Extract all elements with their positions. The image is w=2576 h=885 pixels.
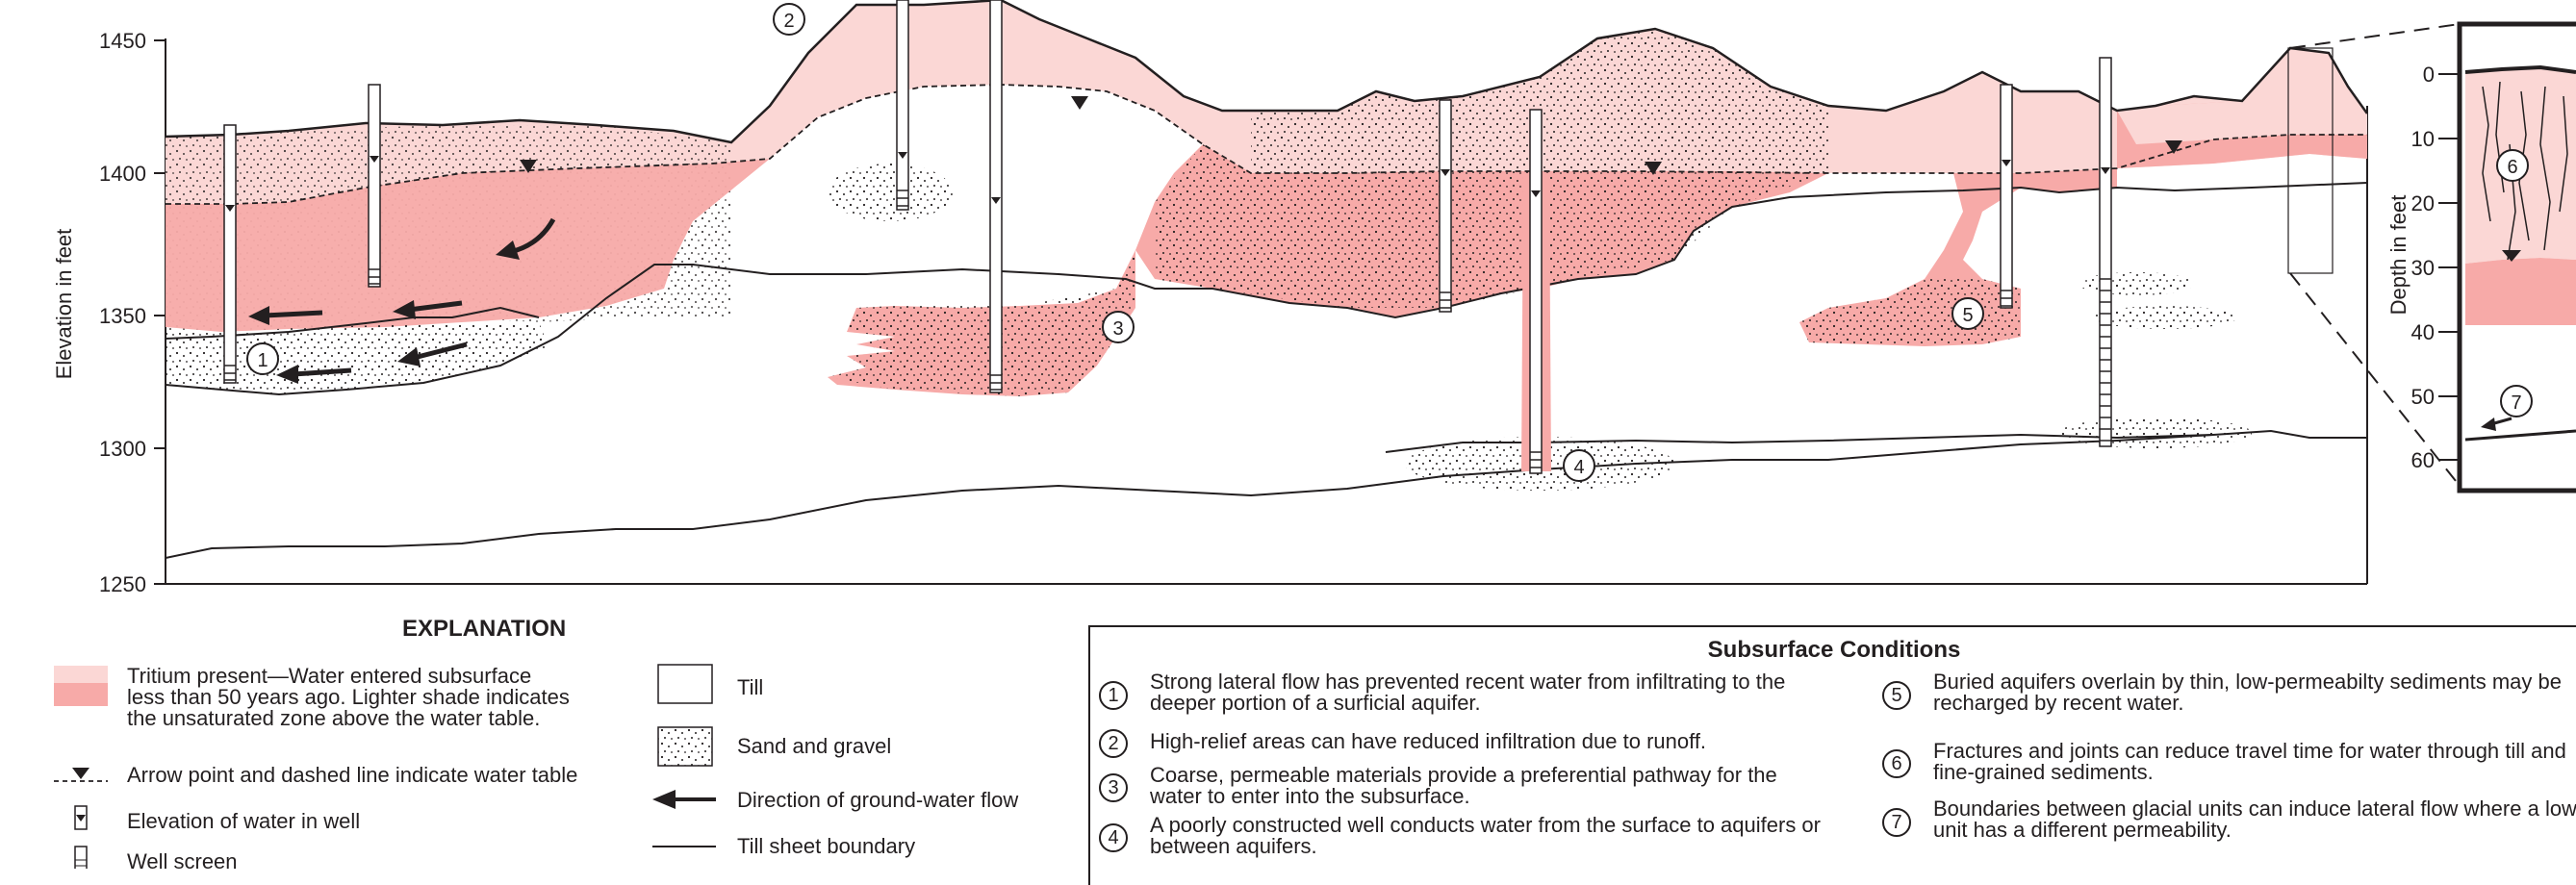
legend-water-in-well-text: Elevation of water in well bbox=[127, 811, 360, 832]
inset-tick-label: 20 bbox=[2411, 191, 2435, 215]
ytick-label: 1450 bbox=[99, 29, 146, 53]
subsurface-conditions-title: Subsurface Conditions bbox=[1090, 637, 2576, 664]
well bbox=[897, 0, 908, 210]
sand-gravel-lens bbox=[2059, 417, 2252, 448]
well bbox=[2001, 85, 2012, 308]
y-axis: 1450 1400 1350 1300 1250 Elevation in fe… bbox=[52, 29, 166, 596]
ytick-label: 1250 bbox=[99, 572, 146, 596]
condition-text: Strong lateral flow has prevented recent… bbox=[1150, 671, 1824, 714]
svg-text:5: 5 bbox=[1962, 305, 1973, 326]
svg-text:4: 4 bbox=[1573, 457, 1584, 478]
explanation-title: EXPLANATION bbox=[402, 616, 566, 643]
callout-4: 4 bbox=[1564, 450, 1594, 481]
condition-text: Coarse, permeable materials provide a pr… bbox=[1150, 765, 1824, 807]
well bbox=[369, 85, 380, 287]
sand-gravel-lens bbox=[828, 164, 953, 221]
legend-tritium-text: Tritium present—Water entered subsurface… bbox=[127, 666, 570, 729]
sand-gravel-lens bbox=[2093, 306, 2237, 329]
callout-1: 1 bbox=[247, 343, 278, 374]
flow-arrowhead-swatch bbox=[652, 790, 676, 809]
svg-text:3: 3 bbox=[1112, 318, 1123, 340]
well bbox=[2100, 58, 2111, 446]
condition-number: 5 bbox=[1882, 681, 1911, 710]
inset-leader-line bbox=[2290, 24, 2460, 48]
unsaturated-tritium-zone bbox=[2117, 48, 2367, 144]
inset-tick-label: 0 bbox=[2423, 63, 2435, 87]
well bbox=[1530, 110, 1542, 473]
tritium-saturated-swatch bbox=[54, 683, 108, 706]
tritium-unsaturated-swatch bbox=[54, 666, 108, 683]
inset-tick-label: 60 bbox=[2411, 448, 2435, 472]
ytick-label: 1300 bbox=[99, 437, 146, 461]
condition-number: 4 bbox=[1099, 823, 1128, 852]
callout-3: 3 bbox=[1103, 312, 1134, 342]
svg-text:1: 1 bbox=[257, 350, 268, 371]
callout-2: 2 bbox=[774, 4, 804, 35]
subsurface-conditions-box: Subsurface Conditions 1 Strong lateral f… bbox=[1088, 625, 2576, 885]
till-swatch bbox=[658, 665, 712, 703]
legend-sand-gravel-text: Sand and gravel bbox=[737, 736, 891, 757]
svg-text:7: 7 bbox=[2511, 392, 2521, 414]
inset-tick-label: 10 bbox=[2411, 127, 2435, 151]
sand-gravel-body bbox=[1799, 279, 2021, 344]
sand-gravel-swatch bbox=[658, 727, 712, 766]
inset-tick-label: 30 bbox=[2411, 256, 2435, 280]
ytick-label: 1350 bbox=[99, 304, 146, 328]
inset-panel bbox=[2460, 24, 2576, 491]
till-sheet-boundary bbox=[166, 435, 2213, 558]
well bbox=[990, 0, 1002, 392]
legend-well-screen-text: Well screen bbox=[127, 851, 238, 872]
callout-7: 7 bbox=[2501, 386, 2532, 417]
svg-text:2: 2 bbox=[783, 11, 794, 32]
legend-flow-text: Direction of ground-water flow bbox=[737, 790, 1018, 811]
sand-gravel-lens bbox=[2079, 272, 2194, 295]
condition-number: 3 bbox=[1099, 773, 1128, 802]
condition-text: Fractures and joints can reduce travel t… bbox=[1933, 741, 2576, 783]
inset-y-axis-label: Depth in feet bbox=[2386, 195, 2410, 316]
well bbox=[224, 125, 236, 383]
sand-gravel-body bbox=[828, 250, 1135, 396]
ytick-label: 1400 bbox=[99, 162, 146, 186]
condition-text: High-relief areas can have reduced infil… bbox=[1150, 731, 1824, 752]
callout-5: 5 bbox=[1952, 298, 1983, 329]
legend-boundary-text: Till sheet boundary bbox=[737, 836, 915, 857]
well bbox=[1440, 100, 1451, 312]
condition-number: 7 bbox=[1882, 808, 1911, 837]
inset-axis: 0 10 20 30 40 50 60 Depth in feet bbox=[2386, 63, 2460, 472]
inset-tick-label: 50 bbox=[2411, 385, 2435, 409]
water-table-triangle-swatch bbox=[72, 768, 89, 779]
legend-water-table-text: Arrow point and dashed line indicate wat… bbox=[127, 765, 647, 786]
condition-number: 6 bbox=[1882, 749, 1911, 778]
condition-number: 1 bbox=[1099, 681, 1128, 710]
inset-tick-label: 40 bbox=[2411, 320, 2435, 344]
condition-number: 2 bbox=[1099, 729, 1128, 758]
callout-6: 6 bbox=[2497, 150, 2528, 181]
svg-text:6: 6 bbox=[2507, 157, 2517, 178]
y-axis-label: Elevation in feet bbox=[52, 229, 76, 380]
condition-text: Buried aquifers overlain by thin, low-pe… bbox=[1933, 671, 2576, 714]
legend-till-text: Till bbox=[737, 677, 763, 698]
condition-text: A poorly constructed well conducts water… bbox=[1150, 815, 1824, 857]
sand-gravel-body bbox=[166, 322, 548, 394]
condition-text: Boundaries between glacial units can ind… bbox=[1933, 798, 2576, 841]
